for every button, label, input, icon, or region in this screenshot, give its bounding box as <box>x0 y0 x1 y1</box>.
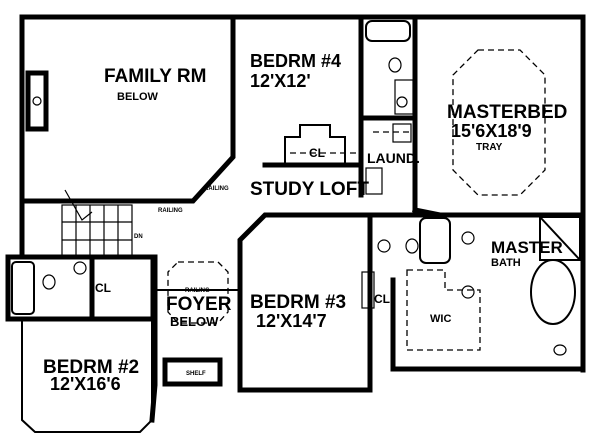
bedroom-4-size: 12'X12' <box>250 71 311 91</box>
foyer-railing-label: RAILING <box>185 288 210 294</box>
bedroom-3-label: BEDRM #3 <box>250 292 346 313</box>
shelf-label: SHELF <box>186 371 206 377</box>
bedroom-3-size: 12'X14'7 <box>256 311 327 331</box>
railing-label: RAILING <box>158 208 183 214</box>
bedroom-4-label: BEDRM #4 <box>250 51 341 71</box>
bedroom-4-closet: CL <box>309 146 325 160</box>
bedroom-3-closet: CL <box>374 292 390 306</box>
foyer-label: FOYER <box>166 294 232 315</box>
bedroom-2-closet: CL <box>95 281 111 295</box>
master-bath-note: BATH <box>491 257 521 269</box>
foyer-note: BELOW <box>170 314 219 329</box>
railing-label: RAILING <box>204 186 229 192</box>
bedroom-2-label: BEDRM #2 <box>43 357 139 378</box>
master-bedroom-size: 15'6X18'9 <box>451 121 532 141</box>
walls <box>5 14 586 433</box>
bedroom-2-size: 12'X16'6 <box>50 374 121 394</box>
walk-in-closet-label: WIC <box>430 313 451 325</box>
stairs-down-label: DN <box>134 234 143 240</box>
laundry-label: LAUND. <box>367 150 420 166</box>
master-bedroom-note: TRAY <box>476 142 503 153</box>
master-bath-label: MASTER <box>491 238 563 257</box>
family-room-note: BELOW <box>117 91 159 103</box>
staircase <box>61 189 133 258</box>
master-bedroom-label: MASTERBED <box>447 102 567 123</box>
family-room-label: FAMILY RM <box>104 66 206 87</box>
study-loft-label: STUDY LOFT <box>250 179 369 200</box>
room-labels: FAMILY RM BELOW BEDRM #4 12'X12' CL LAUN… <box>43 51 567 394</box>
